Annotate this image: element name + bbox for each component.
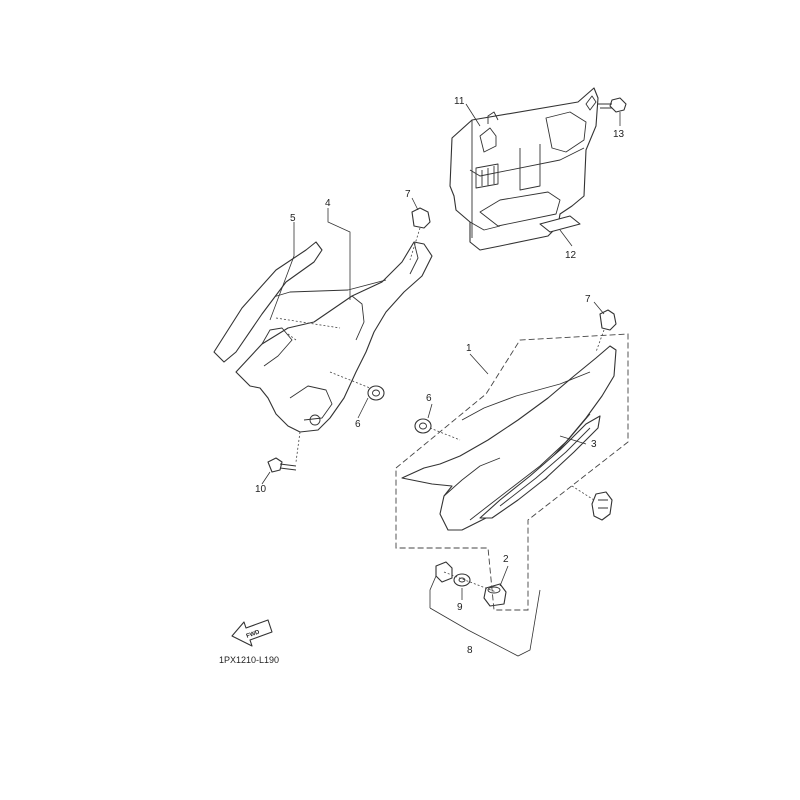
callout-labels: 1 2 3 4 5 6 6 7 7 8 9 10 11 12 13 — [255, 96, 625, 656]
callout-7-left: 7 — [405, 189, 411, 200]
damper-part-6-right[interactable] — [414, 418, 432, 434]
left-side-cover-part-4[interactable] — [235, 241, 433, 433]
callout-3: 3 — [591, 439, 597, 450]
washer-part-9[interactable] — [453, 573, 471, 587]
damper-part-6-left[interactable] — [367, 385, 385, 401]
pad-part-12[interactable] — [539, 215, 581, 233]
callout-7-right: 7 — [585, 294, 591, 305]
grommet-part-7-left[interactable] — [411, 207, 431, 229]
callout-1: 1 — [466, 343, 472, 354]
callout-10: 10 — [255, 484, 267, 495]
right-emblem-part-3[interactable] — [479, 415, 601, 519]
bolt-part-10[interactable] — [267, 457, 297, 473]
callout-12: 12 — [565, 250, 577, 261]
callout-11: 11 — [454, 96, 465, 107]
battery-box-part-11[interactable] — [449, 87, 599, 251]
left-emblem-part-5[interactable] — [213, 241, 323, 363]
callout-6-left: 6 — [355, 419, 361, 430]
callout-6-right: 6 — [426, 393, 432, 404]
grommet-part-7-right[interactable] — [599, 309, 617, 331]
callout-4: 4 — [325, 198, 331, 209]
bolt-part-13[interactable] — [598, 97, 627, 113]
callout-2: 2 — [503, 554, 509, 565]
collar-part-2[interactable] — [483, 583, 507, 607]
callout-8: 8 — [467, 645, 473, 656]
fwd-arrow-icon: FWD — [231, 619, 273, 647]
assembly-outlines — [275, 227, 629, 611]
fwd-label: FWD — [246, 629, 262, 640]
callout-9: 9 — [457, 602, 463, 613]
callout-5: 5 — [290, 213, 296, 224]
leader-lines — [261, 103, 621, 657]
drawing-code: 1PX1210-L190 — [219, 655, 279, 665]
callout-13: 13 — [613, 129, 625, 140]
quick-fastener[interactable] — [571, 485, 613, 521]
